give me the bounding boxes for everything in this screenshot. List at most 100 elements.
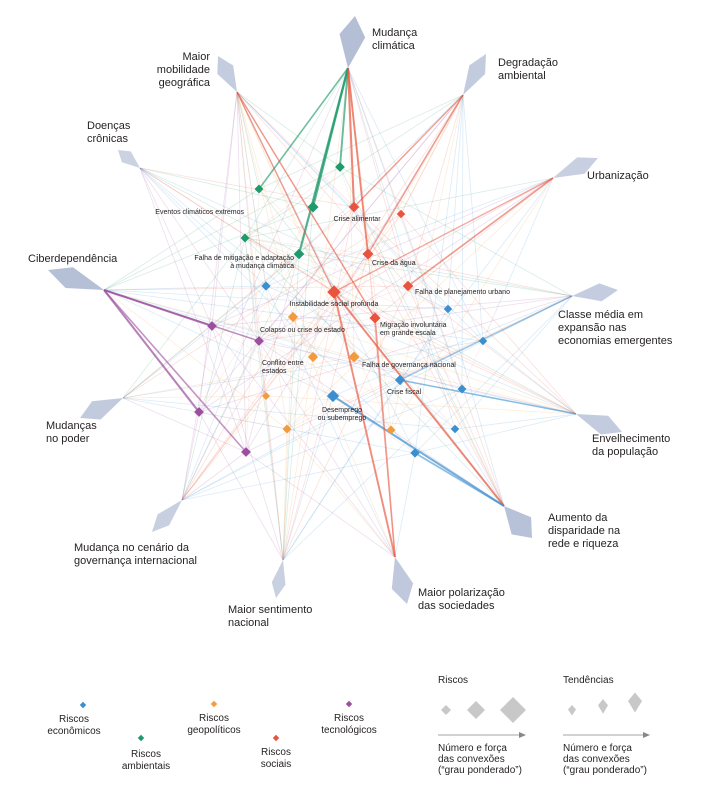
faint-link <box>258 340 284 561</box>
r22-diamond-icon <box>348 351 360 363</box>
r8-diamond-icon <box>362 248 374 260</box>
faint-link <box>211 325 396 558</box>
t-governanca-kite-icon <box>152 500 182 532</box>
faint-link <box>103 285 409 291</box>
strong-link <box>333 177 554 293</box>
faint-risk-link <box>292 316 314 358</box>
r23-diamond-icon <box>261 391 271 401</box>
faint-link <box>139 167 456 430</box>
faint-link <box>461 94 464 390</box>
r16-diamond-icon <box>457 384 467 394</box>
faint-link <box>347 67 484 342</box>
legend-geopolitical-icon <box>210 700 218 708</box>
faint-link <box>103 289 288 430</box>
faint-link <box>258 94 464 190</box>
faint-link <box>139 167 416 454</box>
faint-link <box>258 340 505 507</box>
r29-diamond-icon <box>241 447 251 457</box>
faint-link <box>181 206 355 501</box>
faint-link <box>122 397 416 454</box>
faint-link <box>282 428 288 561</box>
faint-link <box>181 291 335 501</box>
faint-link <box>347 67 456 430</box>
faint-link <box>333 94 464 293</box>
faint-link <box>353 356 577 415</box>
legend-technological-icon <box>345 700 353 708</box>
faint-link <box>390 177 554 431</box>
faint-link <box>265 285 396 558</box>
faint-link <box>181 388 463 501</box>
faint-link <box>122 285 267 399</box>
faint-link <box>399 177 554 381</box>
faint-link <box>400 213 577 415</box>
faint-link <box>245 451 396 558</box>
faint-link <box>374 317 577 415</box>
t-doencas-kite-icon <box>118 150 140 168</box>
faint-risk-link <box>244 237 484 342</box>
faint-link <box>414 94 464 454</box>
faint-link <box>122 237 246 399</box>
t-poder-kite-icon <box>80 398 123 420</box>
faint-link <box>122 206 355 399</box>
t-envelhecimento-kite-icon <box>576 414 622 435</box>
faint-link <box>181 395 267 501</box>
faint-link <box>347 67 409 287</box>
legend-risk-size-2-icon <box>467 701 485 719</box>
legend-trend-arrowhead-icon <box>643 732 650 738</box>
legend-societal-icon <box>272 734 280 742</box>
faint-link <box>139 167 355 208</box>
faint-link <box>454 295 573 430</box>
faint-link <box>258 295 573 342</box>
faint-risk-link <box>198 253 300 413</box>
faint-link <box>139 167 300 255</box>
faint-link <box>181 340 260 501</box>
faint-link <box>198 67 349 413</box>
r6-diamond-icon <box>348 201 360 213</box>
r19-diamond-icon <box>410 448 420 458</box>
strong-link <box>353 94 464 208</box>
faint-link <box>103 289 355 358</box>
faint-link <box>236 91 267 287</box>
faint-link <box>265 395 577 415</box>
faint-link <box>244 67 349 239</box>
faint-risk-link <box>461 340 484 390</box>
strong-link <box>414 452 505 507</box>
faint-link <box>198 411 284 561</box>
faint-link <box>447 94 464 310</box>
faint-link <box>122 395 267 399</box>
faint-link <box>236 91 260 190</box>
faint-link <box>282 395 334 561</box>
faint-link <box>122 397 247 453</box>
connection-lines <box>103 67 577 561</box>
faint-link <box>236 91 267 397</box>
faint-link <box>400 94 464 215</box>
r28-diamond-icon <box>194 407 204 417</box>
faint-link <box>282 206 355 561</box>
faint-link <box>282 388 463 561</box>
faint-link <box>367 253 505 507</box>
faint-link <box>244 237 573 297</box>
faint-link <box>211 295 573 327</box>
strong-link <box>103 289 260 342</box>
strong-link <box>236 91 335 293</box>
r22-label: Falha de governança nacional <box>362 362 456 369</box>
faint-link <box>286 177 554 430</box>
faint-link <box>236 91 484 342</box>
faint-link <box>236 91 247 453</box>
faint-link <box>265 285 577 415</box>
strong-link <box>399 379 577 415</box>
faint-link <box>367 253 573 297</box>
r3-diamond-icon <box>254 184 264 194</box>
t-mobilidade-kite-icon <box>217 56 237 92</box>
r15-diamond-icon <box>394 374 406 386</box>
faint-link <box>258 177 554 342</box>
